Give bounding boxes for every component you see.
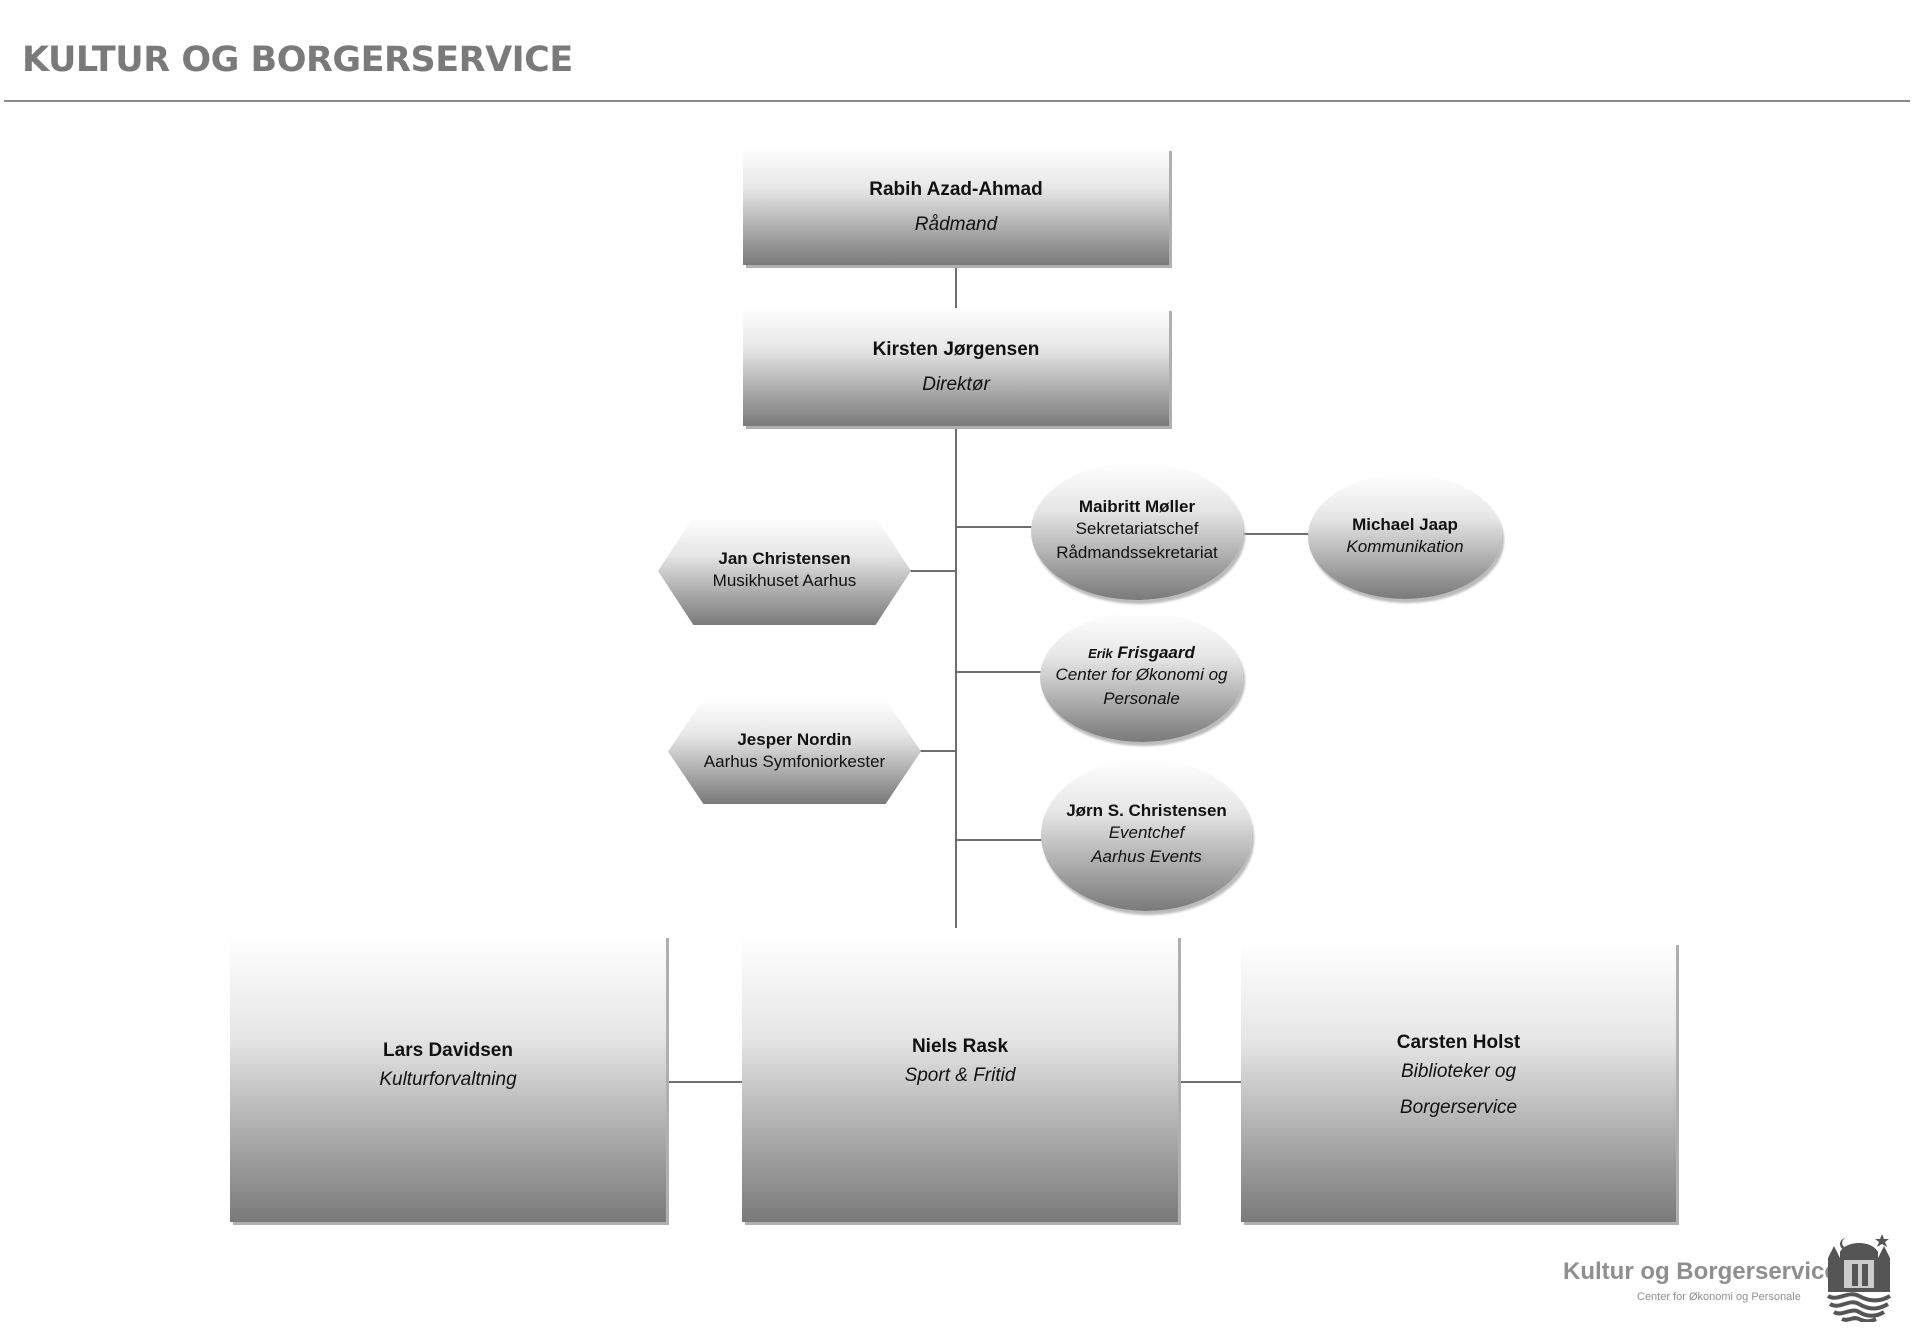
node-role: Rådmand [914,213,998,235]
node-name: Lars Davidsen [383,1040,513,1061]
node-jan: Jan Christensen Musikhuset Aarhus [658,517,911,625]
node-name: Michael Jaap [1352,514,1458,534]
connector [955,265,957,308]
node-role: Sport & Fritid [904,1065,1016,1086]
node-role: Musikhuset Aarhus [712,571,857,590]
connector [955,426,957,928]
node-name: Rabih Azad-Ahmad [869,178,1043,200]
node-role-cont: Personale [1103,689,1180,708]
node-raadmand: Rabih Azad-Ahmad Rådmand [743,148,1169,265]
node-role: Kulturforvaltning [379,1069,517,1090]
connector [666,1081,742,1083]
node-niels: Niels Rask Sport & Fritid [742,935,1178,1222]
connector [956,526,1032,528]
node-role: Eventchef [1108,823,1185,842]
node-name: Kirsten Jørgensen [872,339,1040,360]
page-title: KULTUR OG BORGERSERVICE [22,40,573,80]
node-carsten: Carsten Holst Biblioteker og Borgerservi… [1241,942,1676,1222]
connector [956,671,1041,673]
node-unit: Rådmandssekretariat [1056,543,1218,562]
node-direktor: Kirsten Jørgensen Direktør [743,308,1169,426]
node-last-name: Frisgaard [1117,643,1195,662]
connector [905,570,956,572]
node-erik: Erik Frisgaard Center for Økonomi og Per… [1040,612,1243,742]
node-name: Maibritt Møller [1078,497,1196,516]
node-role: Sekretariatschef [1075,519,1199,538]
header-divider [4,100,1910,102]
node-role: Biblioteker og [1400,1061,1517,1082]
node-name: Niels Rask [911,1036,1009,1057]
node-name: Jan Christensen [718,549,851,568]
node-role: Center for Økonomi og [1055,665,1228,684]
logo-subtitle: Center for Økonomi og Personale [1637,1291,1801,1303]
node-michael: Michael Jaap Kommunikation [1308,474,1502,599]
node-role: Kommunikation [1346,536,1464,556]
node-maibritt: Maibritt Møller Sekretariatschef Rådmand… [1031,462,1243,600]
node-name: Carsten Holst [1396,1032,1521,1053]
aarhus-crest-icon [1826,1234,1892,1322]
node-first-name: Erik [1088,646,1113,661]
node-unit: Aarhus Events [1091,847,1202,866]
connector [1178,1081,1241,1083]
node-jorn: Jørn S. Christensen Eventchef Aarhus Eve… [1041,759,1252,911]
connector [956,839,1042,841]
node-role-cont: Borgerservice [1399,1097,1518,1118]
node-name: Jesper Nordin [737,729,852,749]
connector [915,750,956,752]
node-role: Aarhus Symfoniorkester [703,751,886,771]
logo-title: Kultur og Borgerservice [1563,1258,1838,1285]
node-jesper: Jesper Nordin Aarhus Symfoniorkester [668,699,921,804]
node-name: Jørn S. Christensen [1066,801,1227,820]
node-lars: Lars Davidsen Kulturforvaltning [230,935,666,1222]
connector [1243,533,1309,535]
node-role: Direktør [922,374,990,395]
